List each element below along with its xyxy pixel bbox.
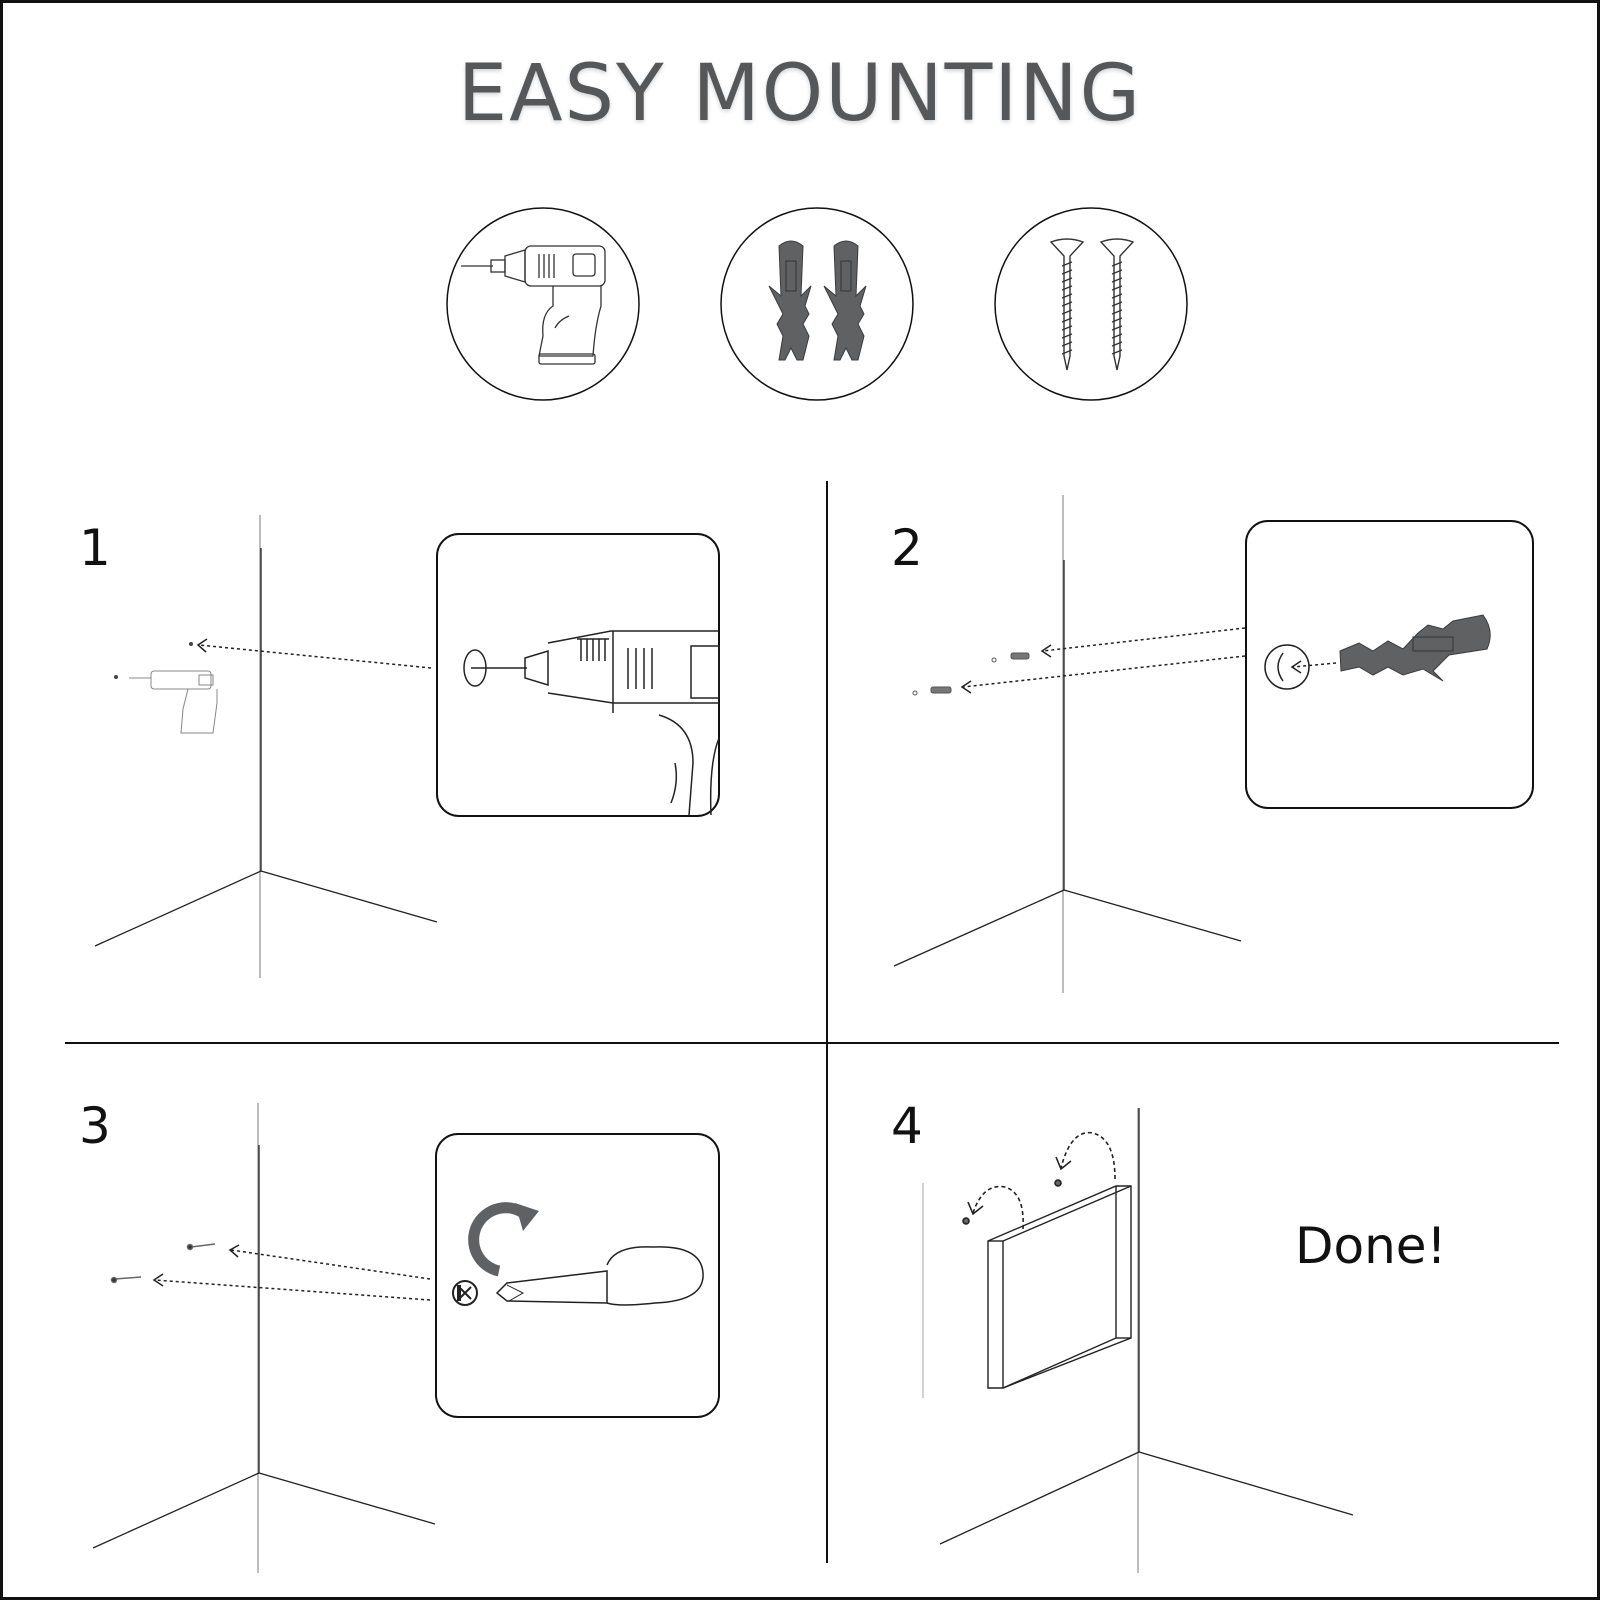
step-3-arrows xyxy=(152,1244,431,1301)
step-1-arrow xyxy=(196,638,432,669)
step-2-arrows xyxy=(960,627,1246,694)
step-number-2: 2 xyxy=(891,519,923,577)
step-number-1: 1 xyxy=(79,519,111,577)
step-3-callout xyxy=(435,1133,720,1418)
steps-illustration xyxy=(65,481,1559,1573)
step-2-wall xyxy=(893,495,1242,993)
wall-plug-icon xyxy=(720,207,914,401)
step-4-arrows xyxy=(962,1131,1116,1230)
step-2-callout xyxy=(1245,520,1534,809)
done-label: Done! xyxy=(1295,1217,1447,1275)
step-1-callout xyxy=(436,533,720,817)
step-number-3: 3 xyxy=(79,1097,111,1155)
step-3-wall xyxy=(92,1103,436,1573)
step-3-small-screws xyxy=(110,1243,216,1284)
page-title: EASY MOUNTING xyxy=(457,49,1143,139)
step-4-wall xyxy=(922,1108,1354,1573)
step-1-wall xyxy=(94,515,438,978)
step-4-frame xyxy=(987,1185,1132,1389)
step-number-4: 4 xyxy=(891,1097,923,1155)
screw-icon xyxy=(994,207,1188,401)
drill-icon xyxy=(446,207,640,401)
step-2-small-plugs xyxy=(912,652,1030,696)
step-1-mini-drill xyxy=(129,670,218,734)
